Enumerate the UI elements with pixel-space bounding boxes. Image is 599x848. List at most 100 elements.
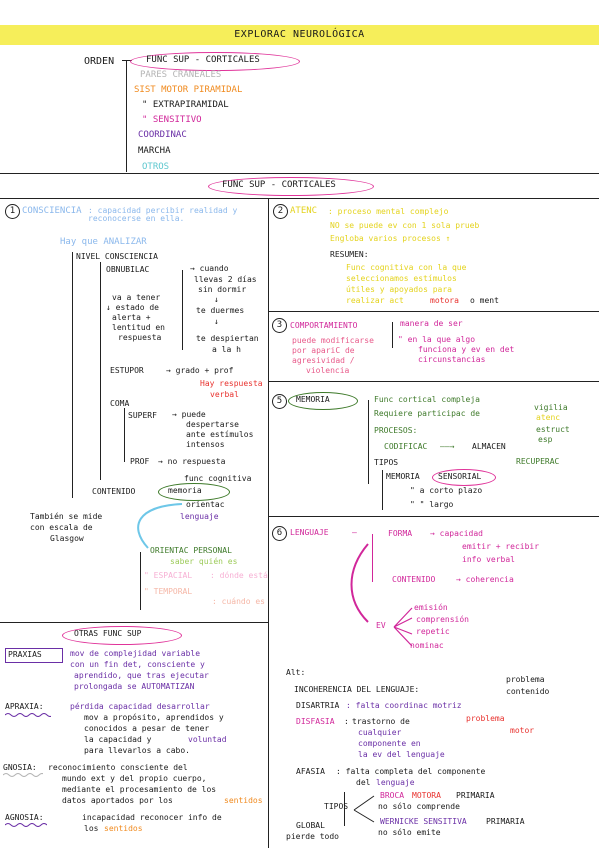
alt-incoh-0: problema <box>506 675 545 684</box>
s1-coma: COMA <box>110 399 130 408</box>
s2-line-0: NO se puede ev con 1 sola prueb <box>330 221 480 230</box>
otras-agnosia: AGNOSIA: <box>5 813 44 822</box>
s1-func-cog: func cognitiva <box>184 474 252 483</box>
s5-almacen: ALMACEN <box>472 442 506 451</box>
s1-va-tener-2: alerta + <box>112 313 151 322</box>
s1-glasgow-0: También se mide <box>30 512 103 521</box>
s5-vig-0: vigilia <box>534 403 568 412</box>
alt-disartria: DISARTRIA <box>296 701 340 710</box>
s1-superf-3: intensos <box>186 440 225 449</box>
alt-disfasia-1: cualquier <box>358 728 402 737</box>
section-header: FUNC SUP - CORTICALES <box>222 180 336 190</box>
praxias-def-2: aprendido, que tras ejecutar <box>74 671 209 680</box>
s1-nivel: NIVEL CONSCIENCIA <box>76 252 158 261</box>
alt-disfasia: DISFASIA <box>296 717 335 726</box>
s3-left-3: violencia <box>306 366 350 375</box>
page-title: EXPLORAC NEUROLÓGICA <box>234 29 365 40</box>
alt-disfasia-r1: motor <box>510 726 535 735</box>
s6-forma: FORMA <box>388 529 413 538</box>
section-header-oval <box>208 177 374 196</box>
s6-forma-0: → capacidad <box>430 529 483 538</box>
s5-sensorial: SENSORIAL <box>438 472 482 481</box>
s6-contenido-right: → coherencia <box>456 575 514 584</box>
apraxia-def-4: para llevarlos a cabo. <box>84 746 190 755</box>
s6-forma-1: emitir + recibir <box>462 542 540 551</box>
column-divider-lower <box>268 622 269 848</box>
s1-memoria: memoria <box>168 486 202 495</box>
praxias-def-1: con un fin det, consciente y <box>70 660 205 669</box>
s1-superf: SUPERF <box>128 411 157 420</box>
s1-obnubilac: OBNUBILAC <box>106 265 150 274</box>
alt-afasia-lenguaje: lenguaje <box>376 778 415 787</box>
alt-afasia-def2: del <box>356 778 371 787</box>
otras-gnosia: GNOSIA: <box>3 763 37 772</box>
s1-hay-analizar: Hay que ANALIZAR <box>60 237 147 247</box>
s6-ev-2: repetic <box>416 627 450 636</box>
s1-va-tener-4: respuesta <box>118 333 162 342</box>
gnosia-def-0: reconocimiento consciente del <box>48 763 188 772</box>
s3-left-2: agresividad / <box>292 356 355 365</box>
section-6-number: 6 <box>272 526 287 541</box>
s1-obnub-7: a la h <box>212 345 241 354</box>
orden-item-2: SIST MOTOR PIRAMIDAL <box>134 85 243 95</box>
apraxia-def-2: conocidos a pesar de tener <box>84 724 210 733</box>
s1-obnub-5: ↓ <box>214 317 219 326</box>
s1-nivel-bracket <box>100 262 101 480</box>
alt-disfasia-2: componente en <box>358 739 421 748</box>
alt-disartria-def: : falta coordinac motriz <box>346 701 462 710</box>
alt-wernicke-a: WERNICKE SENSITIVA <box>380 817 467 826</box>
s1-va-tener-1: ↓ estado de <box>106 303 159 312</box>
s5-mem: MEMORIA <box>386 472 420 481</box>
s5-tipos: TIPOS <box>374 458 399 467</box>
s5-recuper: RECUPERAC <box>516 457 560 466</box>
gnosia-def-2: mediante el procesamiento de los <box>62 785 217 794</box>
divider-s2-s3 <box>268 311 599 312</box>
s1-orientac: orientac <box>186 500 225 509</box>
s1-definition: : capacidad percibir realidad y reconoce… <box>88 206 238 224</box>
s2-res-2: útiles y apoyados para <box>346 285 452 294</box>
orden-item-1: PARES CRANEALES <box>140 70 222 80</box>
s5-codific-arrow: ——→ <box>440 442 455 451</box>
divider-s3-s5 <box>268 381 599 382</box>
alt-disfasia-r0: problema <box>466 714 505 723</box>
section-3-number: 3 <box>272 318 287 333</box>
s2-resumen: RESUMEN: <box>330 250 369 259</box>
apraxia-def-1: mov a propósito, aprendidos y <box>84 713 224 722</box>
gnosia-def-3: datos aportados por los <box>62 796 173 805</box>
s1-memoria-oval <box>158 483 230 501</box>
otras-apraxia: APRAXIA: <box>5 702 44 711</box>
s2-def: : proceso mental complejo <box>328 207 449 216</box>
orden-item-5: COORDINAC <box>138 130 187 140</box>
s1-glasgow-2: Glasgow <box>50 534 84 543</box>
s1-contenido: CONTENIDO <box>92 487 136 496</box>
s5-vig-3: esp <box>538 435 553 444</box>
alt-tipos: TIPOS <box>324 802 349 811</box>
s1-title: CONSCIENCIA <box>22 206 82 216</box>
s1-hay-resp-0: Hay respuesta <box>200 379 263 388</box>
orden-item-4: " SENSITIVO <box>142 115 202 125</box>
s1-superf-2: ante estímulos <box>186 430 254 439</box>
s1-prof-right: → no respuesta <box>158 457 226 466</box>
alt-broca-b: MOTORA <box>412 791 441 800</box>
section-5-number: 5 <box>272 394 287 409</box>
apraxia-def-0: pérdida capacidad desarrollar <box>70 702 210 711</box>
alt-global-sub: pierde todo <box>286 832 339 841</box>
s3-right2-1: funciona y ev en det <box>418 345 515 354</box>
alt-disfasia-3: la ev del lenguaje <box>358 750 445 759</box>
s2-line-1: Engloba varios procesos ↑ <box>330 234 451 243</box>
s6-title: LENGUAJE <box>290 528 329 537</box>
divider-s5-s6 <box>268 516 599 517</box>
s5-title-oval <box>288 392 358 410</box>
s6-contenido: CONTENIDO <box>392 575 436 584</box>
praxias-box <box>5 648 63 663</box>
s5-vig-2: estruct <box>536 425 570 434</box>
s1-temporal-right: : cuándo es <box>212 597 265 606</box>
s2-res-3b: motora <box>430 296 459 305</box>
gnosia-def-1: mundo ext y del propio cuerpo, <box>62 774 207 783</box>
s1-estupor-right: → grado + prof <box>166 366 234 375</box>
orden-item-3: " EXTRAPIRAMIDAL <box>142 100 229 110</box>
s6-ev-0: emisión <box>414 603 448 612</box>
agnosia-def: incapacidad reconocer info de <box>82 813 222 822</box>
s3-right2-2: circunstancias <box>418 355 486 364</box>
title-banner: EXPLORAC NEUROLÓGICA <box>0 25 599 45</box>
